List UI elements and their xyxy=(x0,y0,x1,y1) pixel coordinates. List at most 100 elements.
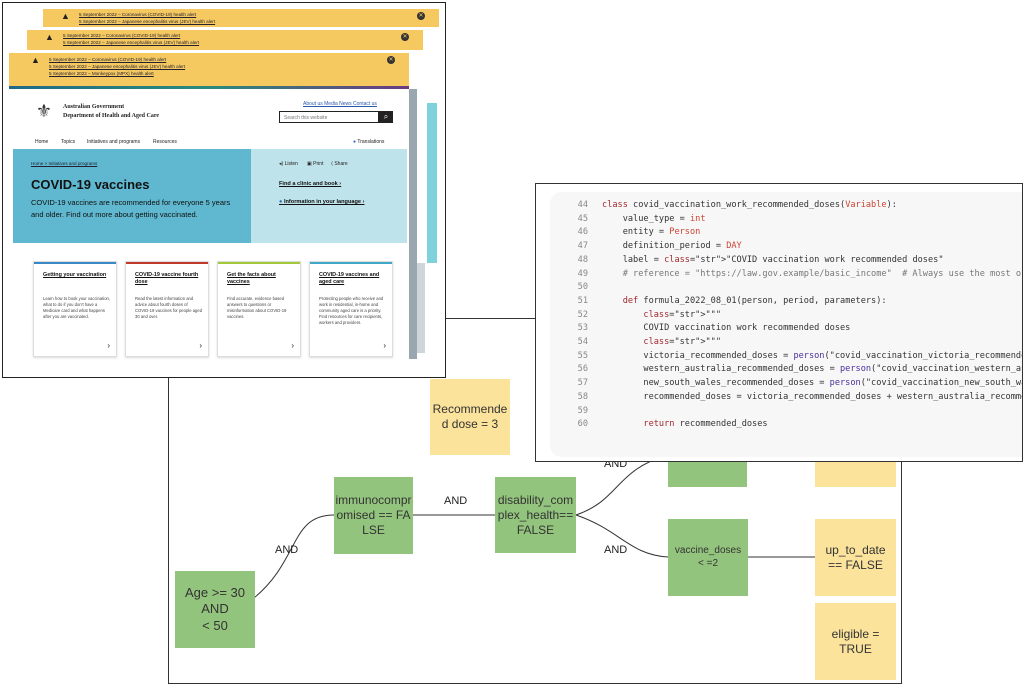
note-eligible[interactable]: eligible = TRUE xyxy=(815,603,896,680)
line-number: 47 xyxy=(577,241,588,252)
alert-line[interactable]: 5 September 2022 – Japanese encephalitis… xyxy=(49,64,186,69)
alert-line[interactable]: 5 September 2022 – Coronavirus (COVID-19… xyxy=(63,33,181,38)
print-button[interactable]: ▣ Print xyxy=(307,161,324,167)
code-line[interactable]: 60 return recommended_doses xyxy=(550,419,768,432)
code-text: return recommended_doses xyxy=(643,419,768,430)
note-recommended-dose[interactable]: Recommended dose = 3 xyxy=(430,379,510,455)
card-body: Find accurate, evidence based answers to… xyxy=(227,296,287,319)
node-disability[interactable]: disability_complex_health== FALSE xyxy=(495,477,576,553)
code-line[interactable]: 47 definition_period = DAY xyxy=(550,241,742,254)
node-age[interactable]: Age >= 30 AND < 50 xyxy=(175,571,255,648)
card-title[interactable]: COVID-19 vaccines and aged care xyxy=(319,272,380,285)
listen-button[interactable]: ◂) Listen xyxy=(279,161,298,167)
page-edge xyxy=(427,103,437,263)
code-line[interactable]: 50 xyxy=(550,282,602,295)
line-number: 57 xyxy=(577,378,588,389)
card-title[interactable]: COVID-19 vaccine fourth dose xyxy=(135,272,199,285)
line-number: 55 xyxy=(577,350,588,361)
page-edge xyxy=(417,263,425,353)
code-text: western_australia_recommended_doses = pe… xyxy=(602,364,1022,375)
card-accent xyxy=(34,262,116,264)
line-number: 56 xyxy=(577,364,588,375)
chevron-right-icon[interactable]: › xyxy=(291,341,294,350)
close-icon[interactable]: ✕ xyxy=(401,33,409,41)
nav-resources[interactable]: Resources xyxy=(153,139,177,145)
nav-initiatives[interactable]: Initiatives and programs xyxy=(87,139,141,145)
line-number: 51 xyxy=(577,295,588,306)
code-text: entity = Person xyxy=(602,227,701,238)
code-line[interactable]: 59 xyxy=(550,406,602,419)
nav-topics[interactable]: Topics xyxy=(61,139,76,145)
card-title[interactable]: Get the facts about vaccines xyxy=(227,272,276,285)
share-button[interactable]: ⟨ Share xyxy=(331,161,348,167)
line-number: 60 xyxy=(577,419,588,430)
code-line[interactable]: 51 def formula_2022_08_01(person, period… xyxy=(550,296,887,309)
chevron-right-icon[interactable]: › xyxy=(107,341,110,350)
line-number: 53 xyxy=(577,323,588,334)
card-fourth-dose[interactable]: COVID-19 vaccine fourth dose Read the la… xyxy=(125,261,209,357)
node-vaccine-doses[interactable]: vaccine_doses < =2 xyxy=(668,519,748,596)
code-line[interactable]: 54 class="str">""" xyxy=(550,337,721,350)
code-text: value_type = int xyxy=(602,213,706,224)
line-number: 46 xyxy=(577,227,588,238)
code-line[interactable]: 57 new_south_wales_recommended_doses = p… xyxy=(550,378,1022,391)
find-clinic-link[interactable]: Find a clinic and book › xyxy=(279,181,342,187)
close-icon[interactable]: ✕ xyxy=(387,56,395,64)
alert-line[interactable]: 5 September 2022 – Coronavirus (COVID-19… xyxy=(79,12,197,17)
card-facts[interactable]: Get the facts about vaccines Find accura… xyxy=(217,261,301,357)
warning-icon: ▲ xyxy=(31,55,40,65)
code-text: class covid_vaccination_work_recommended… xyxy=(602,200,897,210)
language-info-link[interactable]: ● Information in your language › xyxy=(279,199,365,205)
alert-line[interactable]: 5 September 2022 – Japanese encephalitis… xyxy=(63,40,200,45)
code-text: class="str">""" xyxy=(643,309,722,320)
alert-banner-3: ▲ 5 September 2022 – Coronavirus (COVID-… xyxy=(9,53,409,89)
code-line[interactable]: 58 recommended_doses = victoria_recommen… xyxy=(550,392,1022,405)
breadcrumb[interactable]: Home > Initiatives and programs xyxy=(31,161,98,166)
search-icon[interactable]: ⌕ xyxy=(379,111,393,123)
code-line[interactable]: 49 # reference = "https://law.gov.exampl… xyxy=(550,269,1022,282)
gov-line2: Department of Health and Aged Care xyxy=(63,113,160,119)
chevron-right-icon[interactable]: › xyxy=(199,341,202,350)
hero-side-panel xyxy=(251,149,407,243)
code-line[interactable]: 53 COVID vaccination work recommended do… xyxy=(550,323,851,336)
code-line[interactable]: 48 label = class="str">"COVID vaccinatio… xyxy=(550,255,944,268)
coat-of-arms-logo[interactable]: ⚜ xyxy=(35,101,53,121)
alert-banner-1: ▲ 5 September 2022 – Coronavirus (COVID-… xyxy=(43,9,439,27)
card-accent xyxy=(218,262,300,264)
code-line[interactable]: 46 entity = Person xyxy=(550,227,701,240)
top-links[interactable]: About us Media News Contact us xyxy=(303,101,377,107)
translations-link[interactable]: ● Translations xyxy=(353,139,385,145)
alert-line[interactable]: 5 September 2022 – Monkeypox (MPX) healt… xyxy=(49,71,154,76)
card-getting-vaccination[interactable]: Getting your vaccination Learn how to bo… xyxy=(33,261,117,357)
note-up-to-date[interactable]: up_to_date == FALSE xyxy=(815,519,896,596)
alert-line[interactable]: 5 September 2022 – Coronavirus (COVID-19… xyxy=(49,57,167,62)
gov-line1: Australian Government xyxy=(63,104,125,110)
card-accent xyxy=(126,262,208,264)
line-number: 52 xyxy=(577,309,588,320)
code-line[interactable]: 55 victoria_recommended_doses = person("… xyxy=(550,350,1022,364)
code-text: COVID vaccination work recommended doses xyxy=(602,323,851,334)
close-icon[interactable]: ✕ xyxy=(417,12,425,20)
page-title: COVID-19 vaccines xyxy=(31,177,150,192)
code-text: label = class="str">"COVID vaccination w… xyxy=(602,254,944,265)
search-input[interactable]: Search this website xyxy=(279,111,379,123)
code-line[interactable]: 56 western_australia_recommended_doses =… xyxy=(550,364,1022,377)
chevron-right-icon[interactable]: › xyxy=(383,341,386,350)
line-number: 48 xyxy=(577,254,588,265)
line-number: 50 xyxy=(577,282,588,293)
warning-icon: ▲ xyxy=(61,11,70,21)
code-line[interactable]: 45 value_type = int xyxy=(550,214,706,227)
code-text: def formula_2022_08_01(person, period, p… xyxy=(622,295,887,306)
code-line[interactable]: 52 class="str">""" xyxy=(550,310,721,323)
card-aged-care[interactable]: COVID-19 vaccines and aged care Protecti… xyxy=(309,261,393,357)
nav-home[interactable]: Home xyxy=(35,139,49,145)
edge-label-and-1: AND xyxy=(275,544,299,556)
card-body: Protecting people who receive and work i… xyxy=(319,296,384,325)
node-immunocompromised[interactable]: immunocompromised == FALSE xyxy=(334,477,413,554)
alert-line[interactable]: 5 September 2022 – Japanese encephalitis… xyxy=(79,19,216,24)
card-title[interactable]: Getting your vaccination xyxy=(43,272,107,278)
line-number: 54 xyxy=(577,337,588,347)
